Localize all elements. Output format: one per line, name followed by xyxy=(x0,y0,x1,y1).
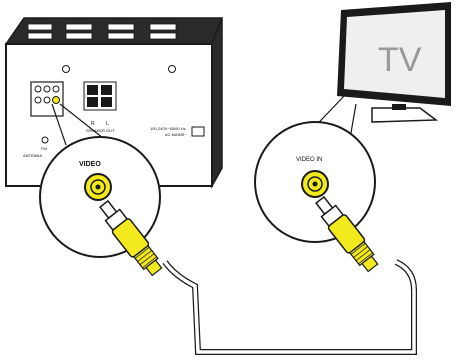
speaker-r-label: R xyxy=(91,121,95,127)
device-video-plug xyxy=(99,199,163,277)
video-out-jack xyxy=(52,96,60,104)
device-video-label: VIDEO xyxy=(79,161,101,168)
ac-rating-line1: 100-240V~50/60 Hz xyxy=(150,126,186,131)
speaker-out-label: SPEAKER OUT xyxy=(86,128,115,133)
speaker-terminals xyxy=(83,81,117,111)
tv-unit: TV xyxy=(337,2,451,123)
tv-video-plug xyxy=(315,195,379,273)
tv-logo-text: TV xyxy=(378,41,422,79)
screw xyxy=(62,65,70,73)
device-unit: R L SPEAKER OUT 100-240V~50/60 Hz AC MAI… xyxy=(4,17,224,189)
ac-rating-line2: AC MAINS~ xyxy=(165,132,187,137)
screw xyxy=(168,65,176,73)
speaker-l-label: L xyxy=(106,121,109,127)
tv-stand xyxy=(371,107,439,123)
fm-antenna-jack xyxy=(41,136,49,144)
antenna-label: ANTENNA xyxy=(23,153,42,158)
ac-inlet xyxy=(191,126,205,137)
video-cable xyxy=(162,259,417,355)
fm-label: FM xyxy=(41,146,47,151)
top-vents xyxy=(27,23,177,40)
tv-video-in-label: VIDEO IN xyxy=(296,157,322,163)
tv-screen xyxy=(344,10,445,98)
